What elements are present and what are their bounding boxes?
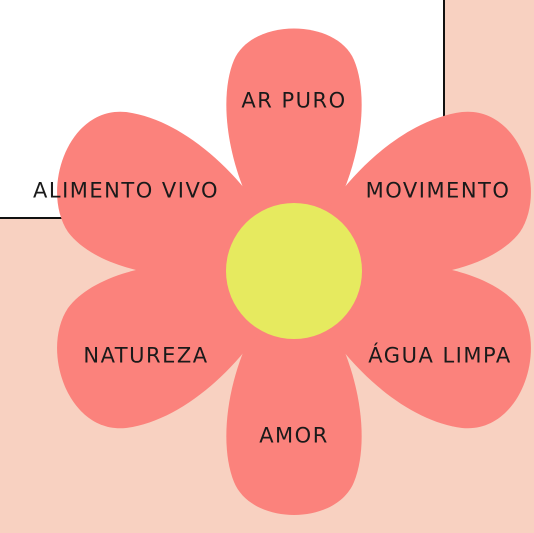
- petal-upper-right: [294, 111, 531, 279]
- petal-upper-left: [57, 111, 294, 279]
- label-amor: AMOR: [259, 423, 329, 448]
- petal-bottom: [226, 270, 362, 515]
- label-natureza: NATUREZA: [83, 343, 209, 368]
- flower-center: [226, 203, 362, 339]
- label-movimento: MOVIMENTO: [365, 178, 511, 203]
- label-ar-puro: AR PURO: [241, 88, 347, 113]
- label-alimento-vivo: ALIMENTO VIVO: [33, 178, 219, 203]
- label-agua-limpa: ÁGUA LIMPA: [368, 343, 512, 368]
